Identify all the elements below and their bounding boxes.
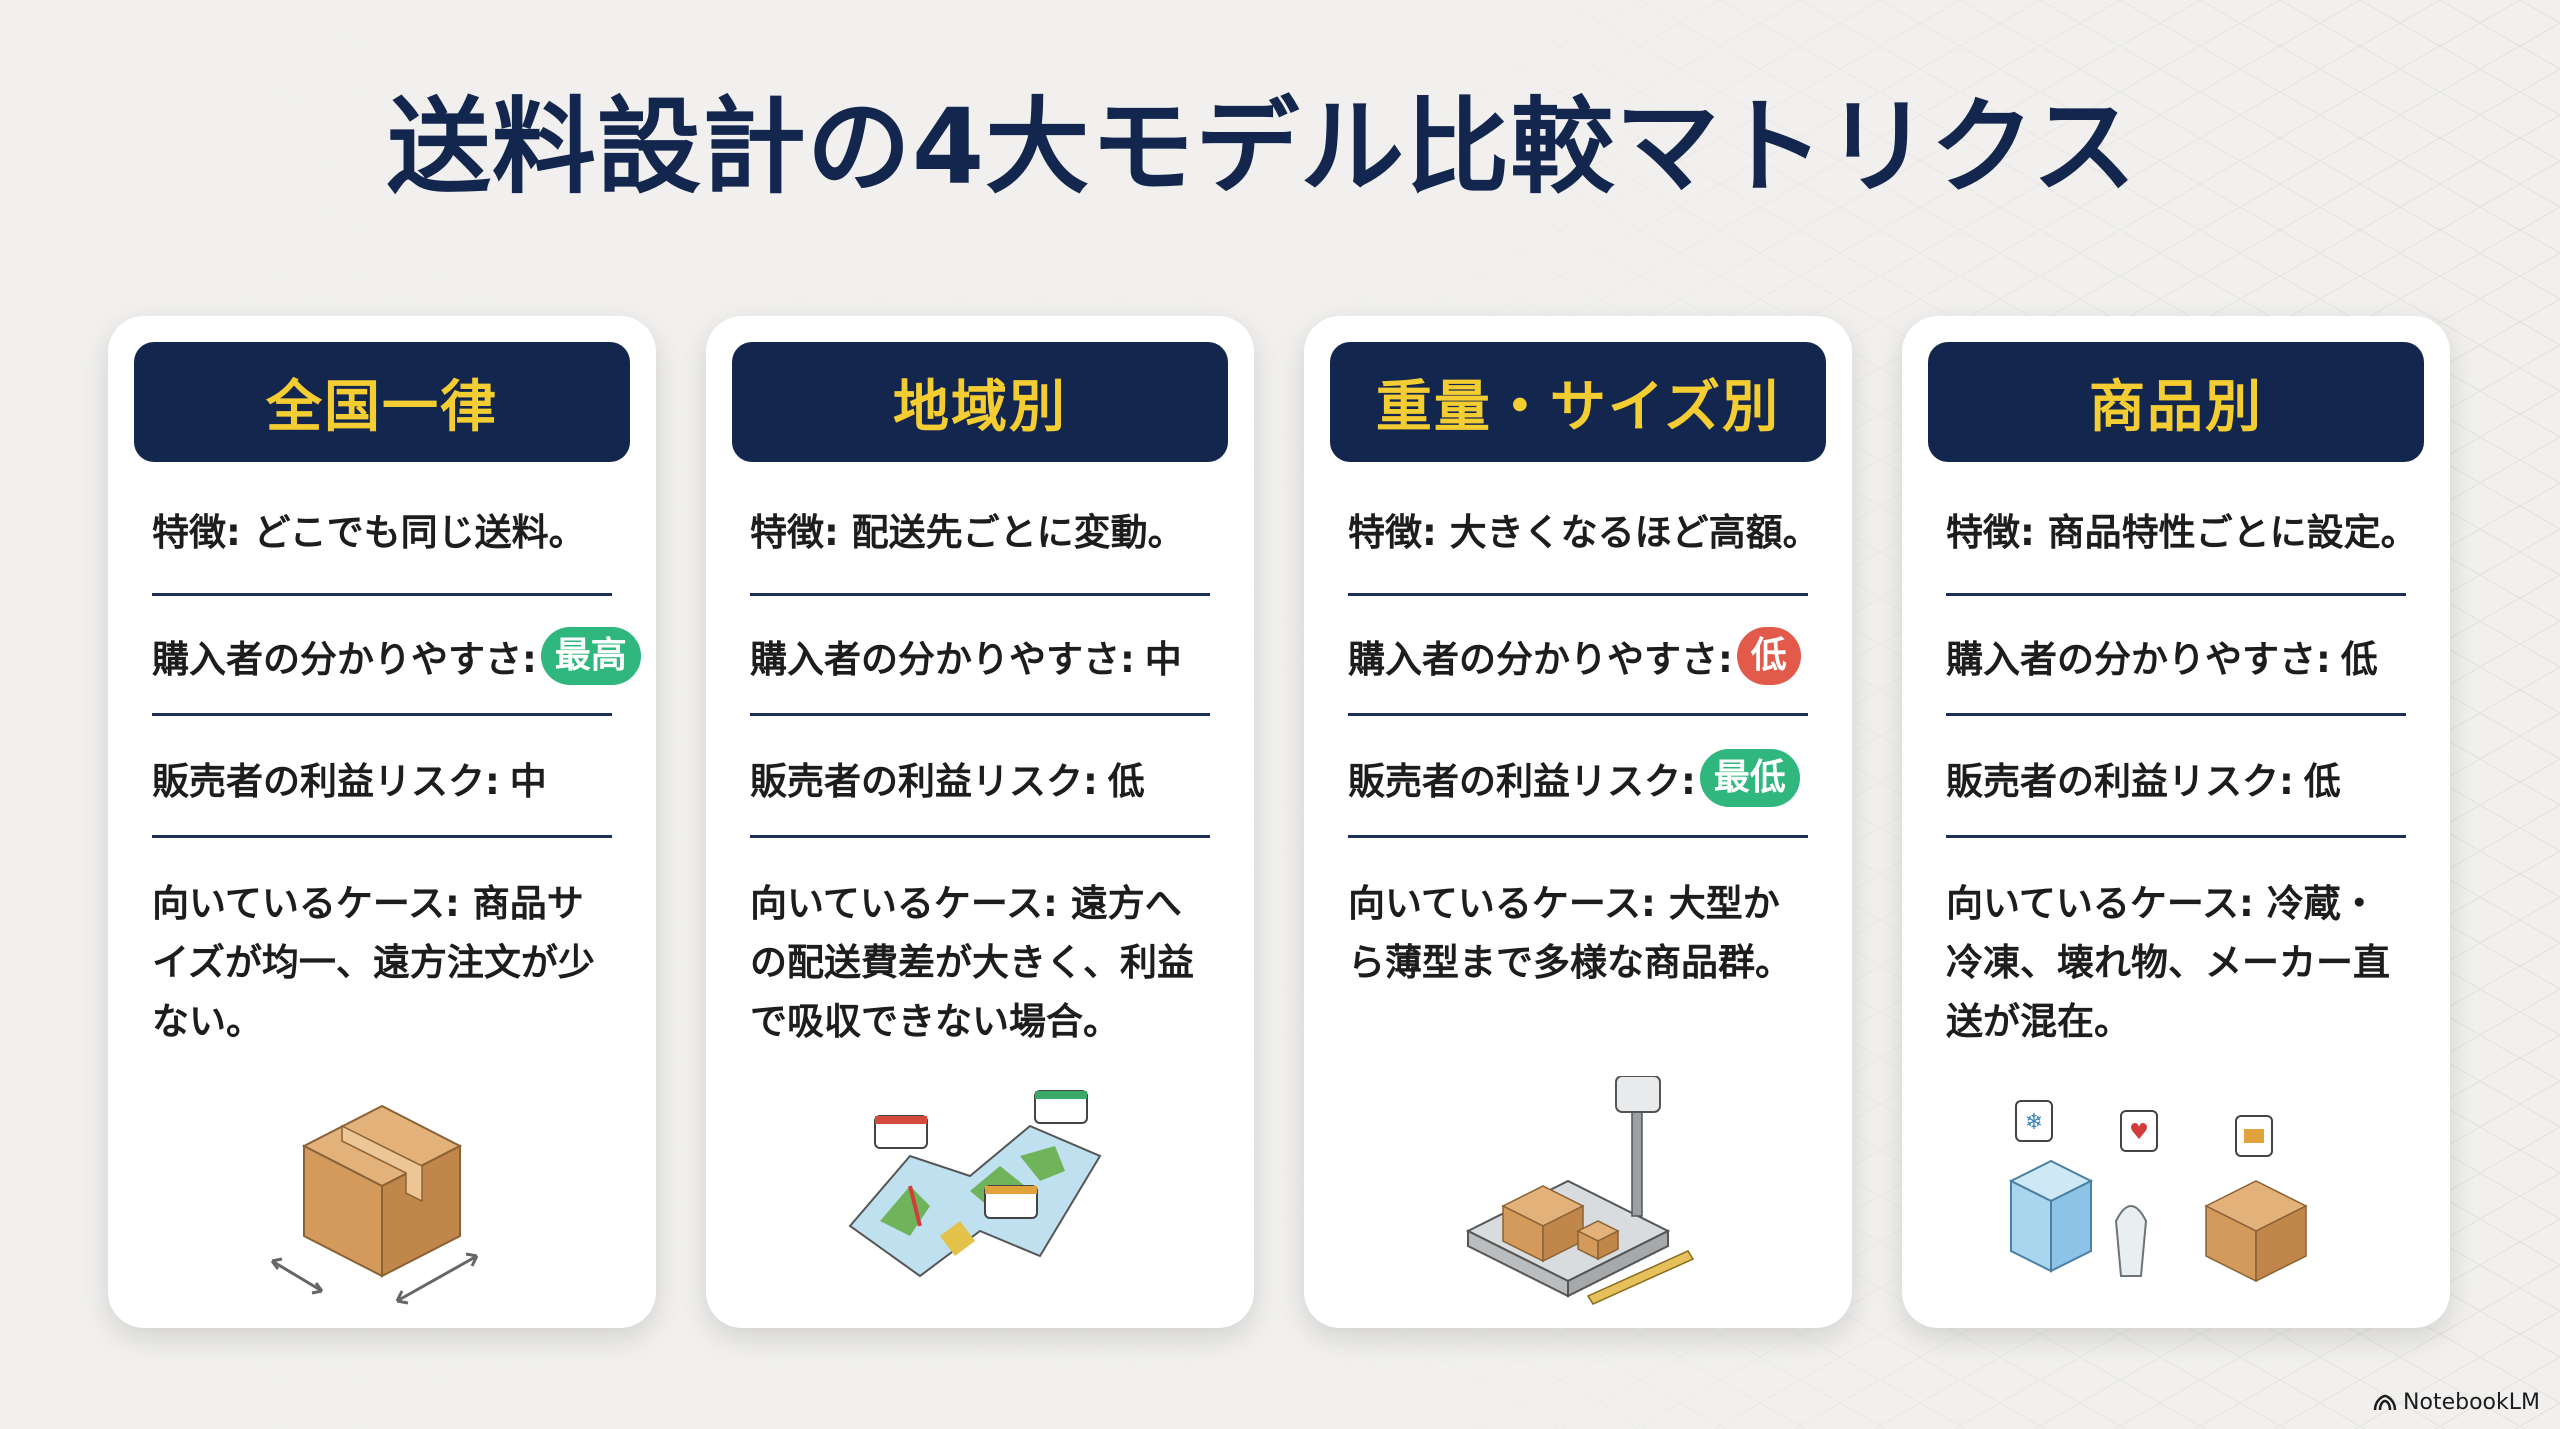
card-flat-rate: 全国一律 特徴: どこでも同じ送料。 購入者の分かりやすさ: 最高 販売者の利益… [108,316,656,1328]
map-icon [848,1090,1102,1278]
card-header: 商品別 [1928,342,2424,462]
logo-text: NotebookLM [2403,1390,2540,1415]
clarity-badge: 低 [1736,627,1801,685]
svg-text:❄: ❄ [2025,1110,2043,1135]
clarity-row: 購入者の分かりやすさ: 中 [750,626,1210,686]
clarity-row: 購入者の分かりやすさ: 低 [1946,626,2406,686]
clarity-badge: 最高 [540,627,641,685]
clarity-label: 購入者の分かりやすさ: [1348,638,1733,681]
card-regional: 地域別 特徴: 配送先ごとに変動。 購入者の分かりやすさ: 中 販売者の利益リス… [706,316,1254,1328]
clarity-label: 購入者の分かりやすさ: [750,638,1135,681]
notebooklm-logo-icon [2373,1394,2397,1410]
use-case-text: 向いているケース: 冷蔵・冷凍、壊れ物、メーカー直送が混在。 [1946,882,2390,1043]
clarity-row: 購入者の分かりやすさ: 最高 [152,626,641,686]
clarity-value: 低 [2340,638,2378,681]
risk-row: 販売者の利益リスク: 低 [750,748,1210,808]
risk-label: 販売者の利益リスク: [152,760,500,803]
scale-icon [1465,1076,1695,1305]
risk-value: 低 [2303,760,2341,803]
risk-row: 販売者の利益リスク: 中 [152,748,612,808]
feature-text: 特徴: 大きくなるほど高額。 [1348,511,1820,554]
notebooklm-logo: NotebookLM [2373,1390,2540,1415]
divider [1348,835,1808,838]
risk-badge: 最低 [1699,749,1800,807]
feature-text: 特徴: どこでも同じ送料。 [152,511,586,554]
card-per-product: 商品別 特徴: 商品特性ごとに設定。 購入者の分かりやすさ: 低 販売者の利益リ… [1902,316,2450,1328]
feature-text: 特徴: 配送先ごとに変動。 [750,511,1185,554]
divider [750,713,1210,716]
risk-row: 販売者の利益リスク: 最低 [1348,748,1808,808]
divider [1946,713,2406,716]
risk-label: 販売者の利益リスク: [1348,760,1696,803]
card-header: 全国一律 [134,342,630,462]
cardboard-box-icon [270,1104,479,1305]
card-weight-size: 重量・サイズ別 特徴: 大きくなるほど高額。 購入者の分かりやすさ: 低 販売者… [1304,316,1852,1328]
risk-label: 販売者の利益リスク: [750,760,1098,803]
divider [152,593,612,596]
risk-value: 低 [1107,760,1145,803]
divider [1946,593,2406,596]
feature-text: 特徴: 商品特性ごとに設定。 [1946,511,2418,554]
divider [1348,713,1808,716]
risk-row: 販売者の利益リスク: 低 [1946,748,2406,808]
card-header: 地域別 [732,342,1228,462]
clarity-row: 購入者の分かりやすさ: 低 [1348,626,1808,686]
divider [152,713,612,716]
divider [750,593,1210,596]
clarity-label: 購入者の分かりやすさ: [152,638,537,681]
svg-text:♥: ♥ [2129,1120,2149,1145]
clarity-value: 中 [1144,638,1182,681]
clarity-label: 購入者の分かりやすさ: [1946,638,2331,681]
page-title: 送料設計の4大モデル比較マトリクス [386,86,2138,208]
use-case-text: 向いているケース: 遠方への配送費差が大きく、利益で吸収できない場合。 [750,882,1194,1043]
divider [1348,593,1808,596]
card-header: 重量・サイズ別 [1330,342,1826,462]
divider [750,835,1210,838]
divider [1946,835,2406,838]
product-categories-icon: ❄ ♥ [2008,1100,2308,1283]
risk-value: 中 [509,760,547,803]
use-case-text: 向いているケース: 大型から薄型まで多様な商品群。 [1348,882,1792,984]
divider [152,835,612,838]
use-case-text: 向いているケース: 商品サイズが均一、遠方注文が少ない。 [152,882,595,1043]
risk-label: 販売者の利益リスク: [1946,760,2294,803]
